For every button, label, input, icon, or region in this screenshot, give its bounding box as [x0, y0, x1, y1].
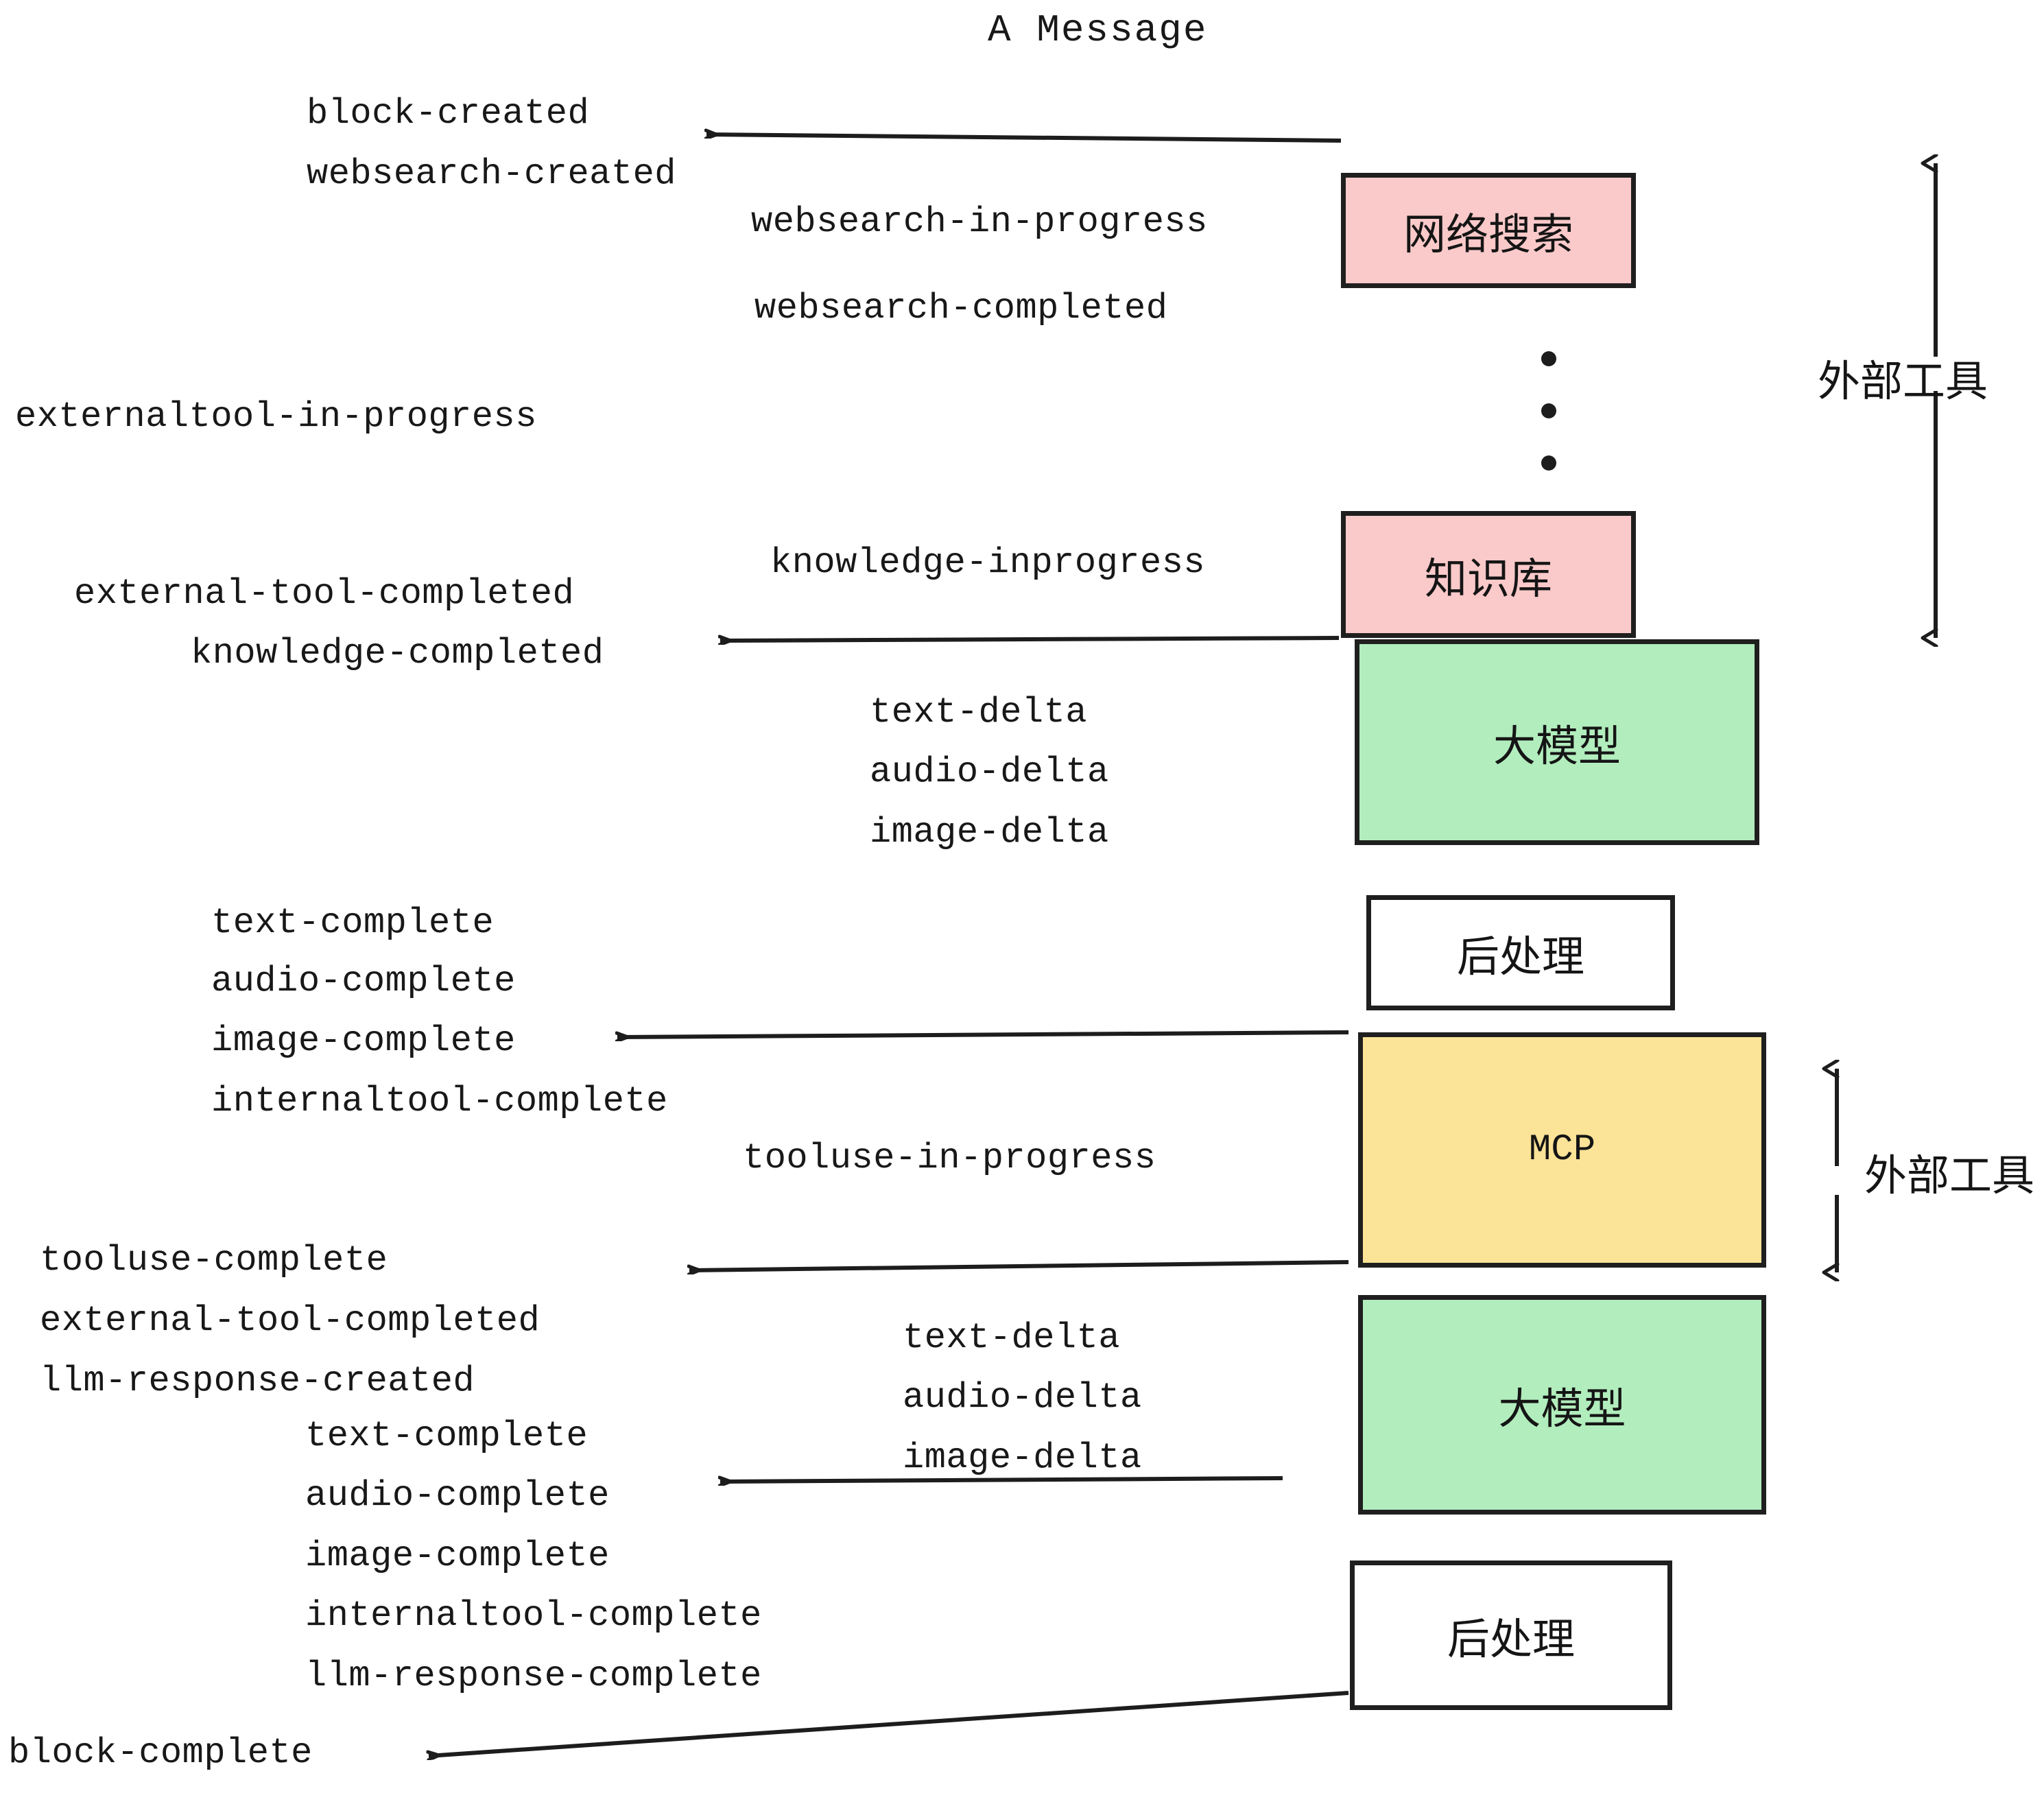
- event-label-audio-complete-2: audio-complete: [305, 1475, 610, 1516]
- node-websearch[interactable]: 网络搜索: [1341, 173, 1636, 288]
- event-label-text-complete-1: text-complete: [211, 903, 495, 943]
- ellipsis-dot: [1541, 351, 1556, 366]
- event-label-external-tool-completed-2: external-tool-completed: [40, 1301, 540, 1341]
- node-llm-1[interactable]: 大模型: [1355, 639, 1759, 845]
- diagram-title: A Message: [988, 8, 1208, 52]
- event-label-image-complete-2: image-complete: [305, 1536, 610, 1576]
- arrow-llm2-to-audio-complete: [720, 1478, 1283, 1482]
- event-label-block-complete: block-complete: [8, 1733, 313, 1773]
- event-label-websearch-completed: websearch-completed: [754, 288, 1168, 329]
- event-label-knowledge-inprogress: knowledge-inprogress: [770, 543, 1206, 583]
- event-label-audio-delta-2: audio-delta: [903, 1377, 1142, 1418]
- event-label-audio-delta-1: audio-delta: [870, 752, 1109, 792]
- node-postprocess-2-label: 后处理: [1447, 1616, 1575, 1663]
- arrow-websearch-to-created: [706, 134, 1342, 143]
- event-label-tooluse-in-progress: tooluse-in-progress: [743, 1138, 1156, 1178]
- event-label-internaltool-complete-2: internaltool-complete: [305, 1595, 762, 1636]
- node-llm-2-label: 大模型: [1498, 1386, 1626, 1433]
- event-label-tooluse-complete: tooluse-complete: [40, 1240, 388, 1281]
- event-label-llm-response-complete: llm-response-complete: [305, 1656, 762, 1696]
- node-llm-2[interactable]: 大模型: [1358, 1295, 1766, 1515]
- event-label-knowledge-completed: knowledge-completed: [191, 633, 604, 674]
- node-knowledge-label: 知识库: [1424, 555, 1552, 603]
- event-label-external-tool-completed-1: external-tool-completed: [74, 573, 575, 614]
- node-knowledge[interactable]: 知识库: [1341, 511, 1636, 638]
- arrow-postprocess1-to-image-complete: [617, 1030, 1349, 1037]
- node-mcp[interactable]: MCP: [1358, 1032, 1766, 1268]
- event-label-text-complete-2: text-complete: [305, 1416, 589, 1456]
- event-label-websearch-created: websearch-created: [307, 154, 676, 194]
- node-llm-1-label: 大模型: [1493, 723, 1621, 770]
- event-label-audio-complete-1: audio-complete: [211, 961, 516, 1001]
- event-label-externaltool-in-progress: externaltool-in-progress: [15, 396, 537, 437]
- event-label-image-delta-1: image-delta: [870, 812, 1109, 853]
- event-label-text-delta-2: text-delta: [903, 1318, 1121, 1358]
- node-mcp-label: MCP: [1528, 1129, 1596, 1171]
- event-label-text-delta-1: text-delta: [870, 692, 1088, 733]
- arrow-knowledge-to-completed: [720, 638, 1340, 641]
- node-postprocess-2[interactable]: 后处理: [1350, 1560, 1672, 1710]
- event-label-internaltool-complete-1: internaltool-complete: [211, 1081, 668, 1121]
- event-label-block-created: block-created: [307, 93, 590, 134]
- ellipsis-dot: [1541, 403, 1556, 418]
- arrow-postprocess2-to-block-complete: [429, 1691, 1349, 1756]
- event-label-image-complete-1: image-complete: [211, 1021, 516, 1061]
- group-label-external-tools-top: 外部工具: [1818, 358, 1988, 405]
- node-postprocess-1-label: 后处理: [1456, 934, 1584, 981]
- vertical-ellipsis: [1541, 351, 1556, 508]
- ellipsis-dot: [1541, 455, 1556, 471]
- event-label-websearch-in-progress: websearch-in-progress: [751, 202, 1208, 242]
- arrow-mcp-to-tooluse-complete: [689, 1260, 1349, 1270]
- group-label-external-tools-bottom: 外部工具: [1864, 1152, 2035, 1200]
- event-label-llm-response-created: llm-response-created: [40, 1361, 475, 1401]
- event-label-image-delta-2: image-delta: [903, 1438, 1142, 1478]
- node-postprocess-1[interactable]: 后处理: [1366, 895, 1675, 1010]
- node-websearch-label: 网络搜索: [1403, 211, 1573, 259]
